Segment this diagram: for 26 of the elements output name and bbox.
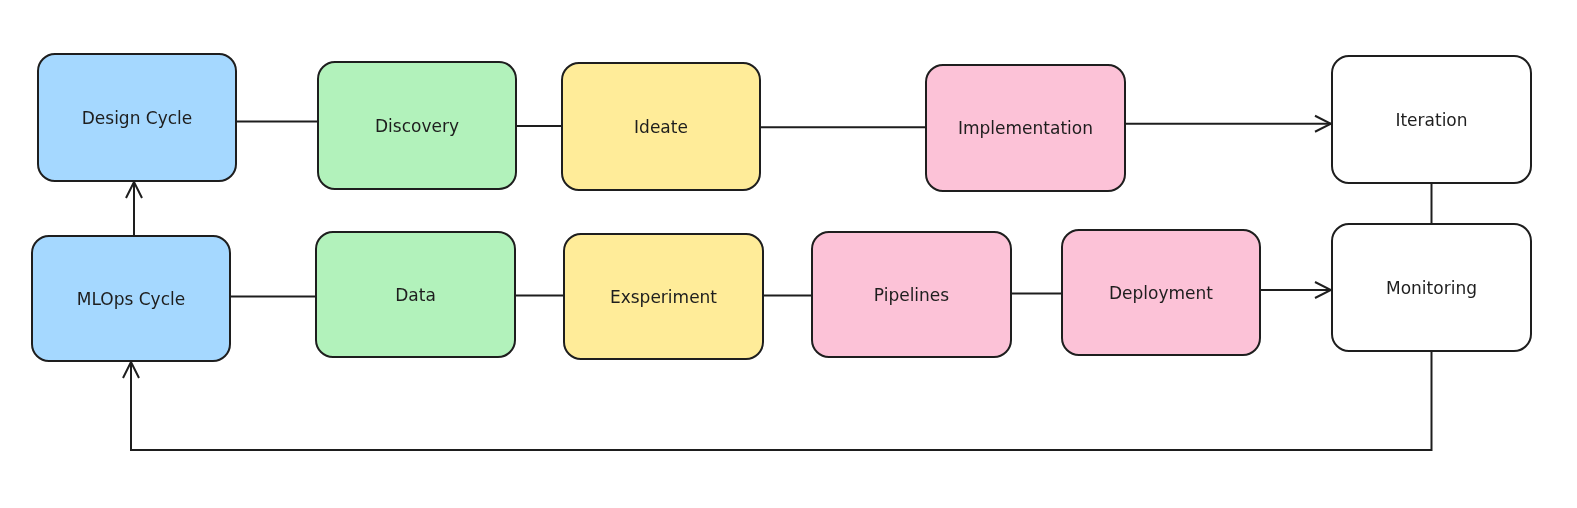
box-label: Iteration bbox=[1395, 109, 1468, 130]
process-box bbox=[1331, 223, 1532, 352]
process-box bbox=[811, 231, 1012, 358]
process-box bbox=[925, 64, 1126, 192]
box-label: Data bbox=[395, 284, 436, 305]
process-box bbox=[315, 231, 516, 358]
process-box bbox=[1331, 55, 1532, 184]
box-label: Exsperiment bbox=[609, 286, 718, 307]
box-label: Discovery bbox=[375, 115, 459, 136]
box-label: Ideate bbox=[634, 116, 688, 137]
connector-arrow bbox=[1260, 281, 1332, 299]
box-label: MLOps Cycle bbox=[76, 288, 186, 309]
box-label: Pipelines bbox=[873, 284, 950, 305]
box-label: Design Cycle bbox=[81, 107, 193, 128]
box-label: Implementation bbox=[958, 118, 1093, 138]
box-label: Deployment bbox=[1109, 282, 1213, 303]
connector-arrow bbox=[122, 351, 1433, 451]
box-label: Monitoring bbox=[1386, 277, 1477, 298]
process-box bbox=[317, 61, 517, 190]
process-box bbox=[37, 53, 237, 182]
connector-arrow bbox=[1125, 114, 1332, 133]
process-box bbox=[31, 235, 231, 362]
connector-arrow bbox=[125, 181, 143, 236]
process-box bbox=[561, 62, 761, 191]
process-box bbox=[1061, 229, 1261, 356]
process-box bbox=[563, 233, 764, 360]
